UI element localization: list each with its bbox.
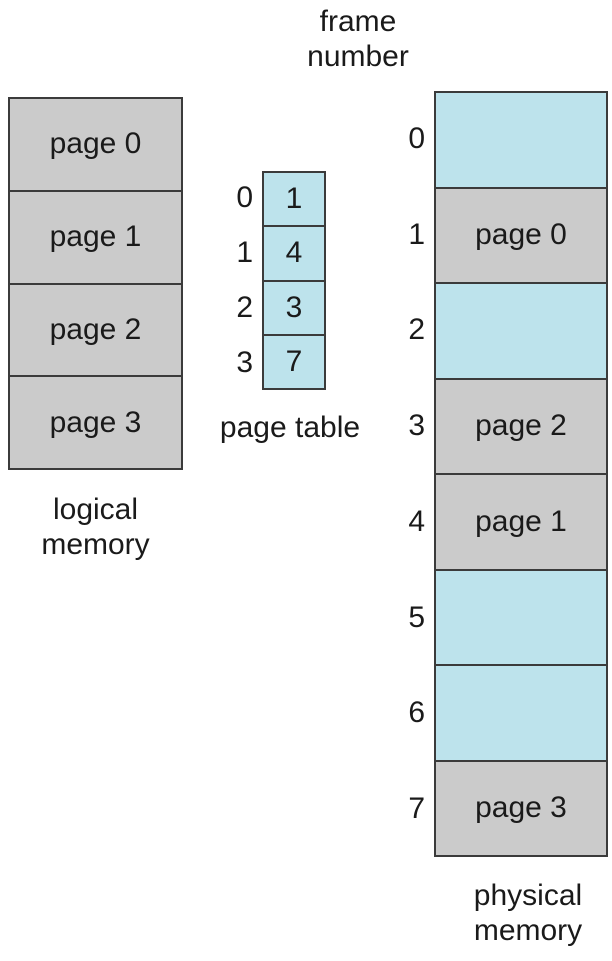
physical-memory-frame: page 0 <box>436 188 606 284</box>
physical-memory-frame: page 2 <box>436 379 606 475</box>
physical-memory-frame <box>436 570 606 666</box>
page-table-entry: 3 <box>264 281 324 336</box>
page-table-entry: 1 <box>264 173 324 228</box>
physical-memory-frame <box>436 93 606 189</box>
logical-memory-block: page 2 <box>10 284 181 378</box>
logical-memory-block: page 1 <box>10 191 181 285</box>
physical-memory-column: page 0 page 2 page 1 page 3 <box>434 91 608 857</box>
frame-index-label: 5 <box>408 600 425 634</box>
frame-index-label: 2 <box>408 313 425 347</box>
page-table-index-label: 1 <box>236 236 253 270</box>
frame-index-label: 1 <box>408 217 425 251</box>
logical-memory-caption: logical memory <box>41 493 150 562</box>
physical-memory-frame <box>436 284 606 380</box>
physical-memory-frame: page 1 <box>436 475 606 571</box>
frame-index-label: 6 <box>408 696 425 730</box>
logical-memory-block: page 3 <box>10 377 181 468</box>
frame-number-heading: frame number <box>307 5 409 74</box>
page-table-entry: 7 <box>264 335 324 388</box>
logical-memory-column: page 0 page 1 page 2 page 3 <box>8 97 183 470</box>
physical-memory-frame <box>436 666 606 762</box>
physical-memory-index-column: 0 1 2 3 4 5 6 7 <box>395 91 425 857</box>
page-table-caption: page table <box>219 411 361 444</box>
logical-memory-block: page 0 <box>10 99 181 192</box>
page-table-entry: 4 <box>264 227 324 282</box>
physical-memory-frame: page 3 <box>436 761 606 855</box>
page-table-index-label: 3 <box>236 345 253 379</box>
page-table-index-label: 0 <box>236 181 253 215</box>
physical-memory-caption: physical memory <box>473 879 583 948</box>
frame-index-label: 7 <box>408 792 425 826</box>
page-table-index-column: 0 1 2 3 <box>215 171 253 390</box>
frame-index-label: 4 <box>408 504 425 538</box>
frame-index-label: 3 <box>408 409 425 443</box>
page-table: 1 4 3 7 <box>262 171 326 390</box>
frame-index-label: 0 <box>408 121 425 155</box>
page-table-index-label: 2 <box>236 290 253 324</box>
